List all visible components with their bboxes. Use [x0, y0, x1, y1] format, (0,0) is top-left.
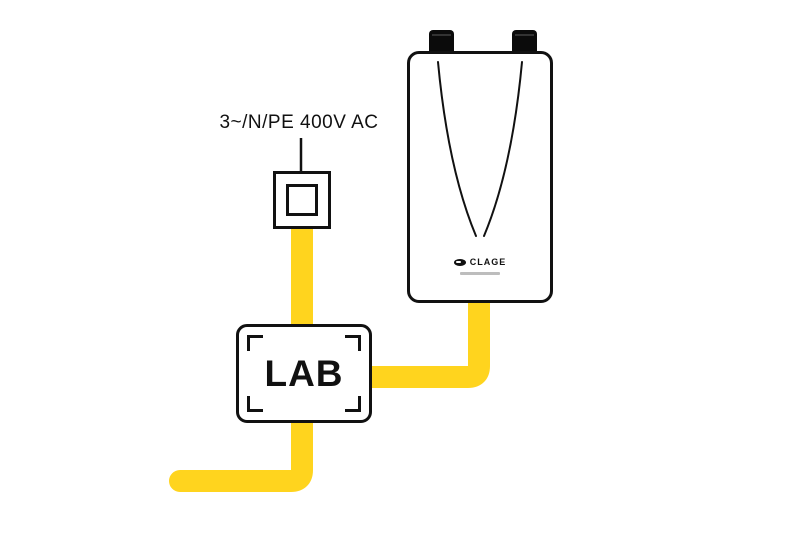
corner-mark-bottom-right [345, 396, 361, 412]
cable-lab-to-heater [366, 296, 490, 388]
mains-connection-inner-square [286, 184, 318, 216]
brand-logo-icon [453, 258, 466, 266]
brand-logo-text: CLAGE [469, 257, 507, 267]
lab-junction-box: LAB [236, 324, 372, 423]
lab-label: LAB [264, 352, 344, 394]
heater-connection-cap-left [429, 30, 454, 54]
corner-mark-top-left [247, 335, 263, 351]
water-heater-device: CLAGE [407, 51, 553, 303]
power-supply-label: 3~/N/PE 400V AC [219, 112, 379, 133]
heater-connection-cap-right [512, 30, 537, 54]
mains-connection-box [273, 171, 331, 229]
heater-front-contour-lines [437, 61, 523, 237]
device-fineprint [460, 272, 500, 275]
corner-mark-top-right [345, 335, 361, 351]
cap-ridge [515, 34, 534, 36]
corner-mark-bottom-left [247, 396, 263, 412]
brand-logo: CLAGE [410, 257, 550, 267]
cable-lab-to-supply [169, 403, 313, 492]
cap-ridge [432, 34, 451, 36]
